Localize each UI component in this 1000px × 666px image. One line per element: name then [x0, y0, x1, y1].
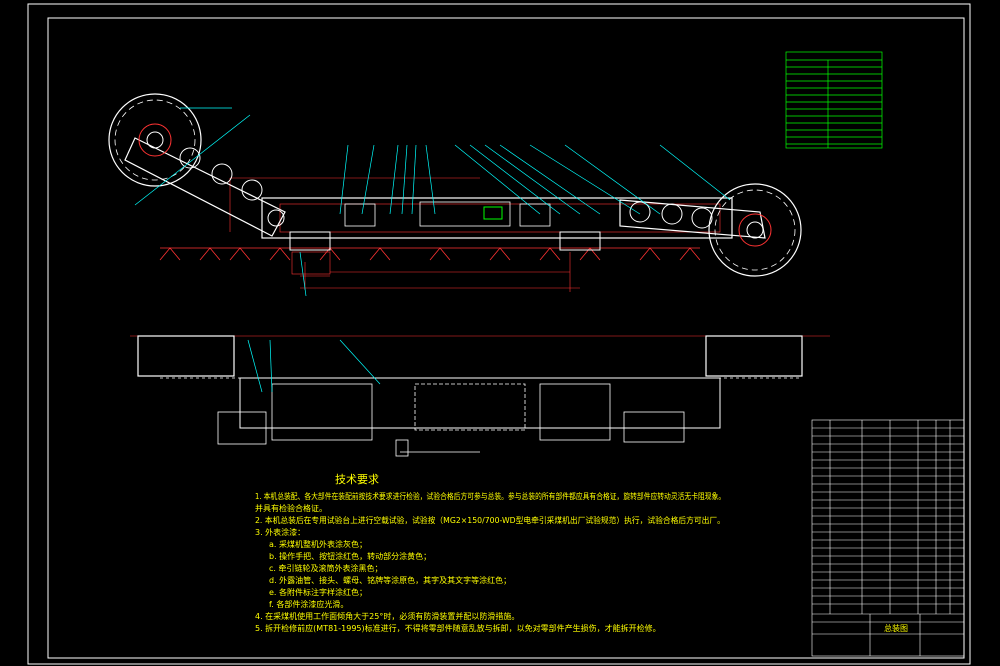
left-shoe — [289, 231, 331, 251]
right-end-plan — [623, 411, 685, 443]
control-box — [419, 201, 511, 227]
parts-list-table — [811, 419, 965, 657]
tech-req-item: 3. 外表涂漆： — [255, 528, 306, 537]
plan-leader-1 — [247, 339, 263, 393]
tech-req-item: 2. 本机总装后在专用试验台上进行空载试验，试验按（MG2×150/700-WD… — [255, 516, 725, 525]
green-module — [483, 206, 503, 220]
tech-req-item: f. 各部件涂漆应光滑。 — [269, 600, 349, 609]
left-haulage-plan — [271, 383, 373, 441]
right-cutting-drum — [708, 183, 802, 277]
tech-req-item: c. 牵引链轮及滚筒外表涂黑色； — [269, 564, 383, 573]
left-drum-plan — [137, 335, 235, 377]
right-ranging-arm — [619, 199, 766, 239]
tech-req-item: a. 采煤机整机外表涂灰色； — [269, 540, 367, 549]
machine-body — [261, 197, 733, 239]
left-ranging-arm — [124, 137, 286, 237]
plan-leader-3 — [339, 339, 381, 385]
right-haulage-plan — [539, 383, 611, 441]
tech-req-item: d. 外露油管、接头、螺母、铭牌等涂原色，其字及其文字等涂红色； — [269, 576, 512, 585]
right-shoe — [559, 231, 601, 251]
right-drum-plan — [705, 335, 803, 377]
body-plan-center — [414, 383, 526, 431]
tech-req-item: 4. 在采煤机使用工作面倾角大于25°时，必须有防滑装置并配以防滑措施。 — [255, 612, 520, 621]
spec-table — [785, 51, 883, 149]
part-leader-lines — [134, 107, 731, 297]
title-block-name: 总装图 — [884, 623, 908, 633]
tech-req-item: 1. 本机总装配、各大部件在装配前按技术要求进行检验，试验合格后方可参与总装。参… — [255, 492, 726, 501]
tech-requirements-title: 技术要求 — [335, 473, 379, 486]
tech-req-item: b. 操作手把、按钮涂红色，转动部分涂黄色； — [269, 552, 432, 561]
left-end-plan — [217, 411, 267, 445]
tech-req-item: 5. 拆开检修前应(MT81-1995)标准进行，不得将零部件随意乱放与拆卸，以… — [255, 624, 661, 633]
body-plan-outline — [239, 377, 721, 429]
tech-req-item: 并具有检验合格证。 — [255, 504, 327, 513]
gearbox-block — [519, 203, 551, 227]
elevation-view — [108, 93, 802, 297]
left-cutting-drum — [108, 93, 202, 187]
dimension-lines — [229, 177, 580, 292]
machine-body-inner — [279, 203, 721, 233]
plan-view — [130, 335, 830, 457]
plan-leader-2 — [269, 339, 273, 393]
tech-req-item: e. 各附件标注字样涂红色； — [269, 588, 368, 597]
motor-box — [344, 203, 376, 227]
ground-hatch — [159, 247, 701, 261]
sheet-outer-border — [27, 3, 971, 665]
sheet-inner-border — [47, 17, 965, 659]
